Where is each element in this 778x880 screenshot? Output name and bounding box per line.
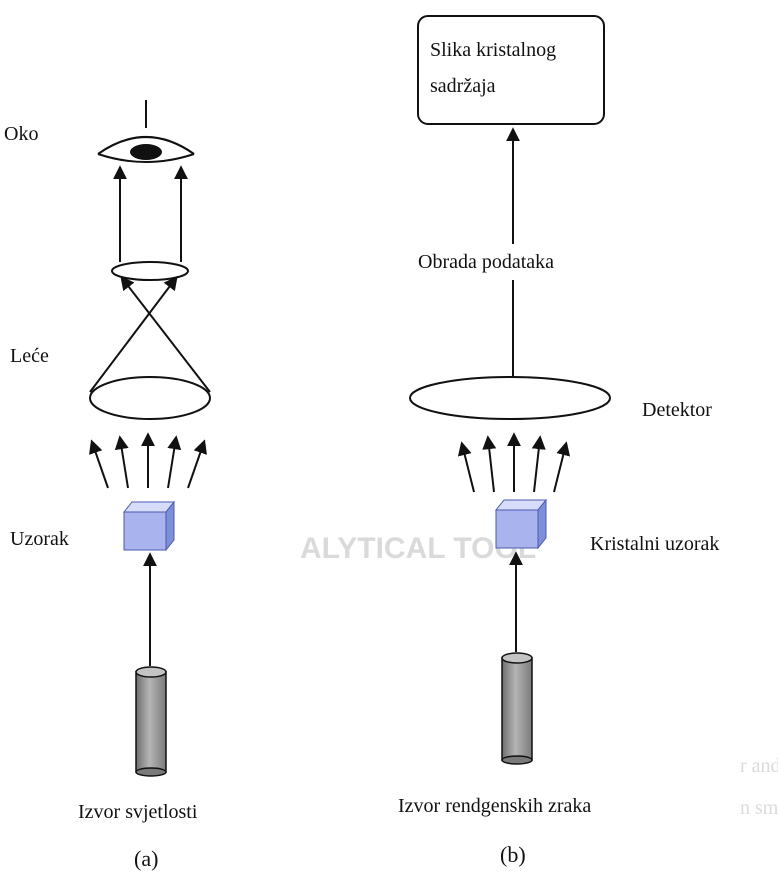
eye-label: Oko: [4, 123, 38, 145]
caption-a: (a): [134, 846, 158, 871]
sample-label: Uzorak: [10, 528, 69, 550]
xray-source-label: Izvor rendgenskih zraka: [398, 795, 591, 817]
crystal-image-box-line-1: Slika kristalnog: [430, 39, 556, 61]
crystal-sample-label: Kristalni uzorak: [590, 533, 719, 555]
scattered-rays-a: [89, 432, 207, 489]
light-source-cylinder: [135, 666, 167, 777]
crystal-image-box-line-2: sadržaja: [430, 75, 496, 97]
processing-label: Obrada podataka: [418, 251, 554, 273]
lower-lens: [89, 376, 211, 420]
bleed-line-1: r and diffraction: [740, 755, 778, 777]
caption-b: (b): [500, 842, 526, 867]
bleed-line-2: n small molecule and protein crystallogr…: [740, 797, 778, 819]
panel-a: Oko Leće Uzorak: [4, 100, 211, 871]
xray-source-cylinder: [501, 652, 533, 765]
crossing-ray-2: [120, 275, 211, 393]
sample-cube: [122, 500, 176, 552]
background-bleed: ALYTICAL TOOL r and diffraction n small …: [300, 532, 778, 819]
crossing-ray-1: [89, 275, 178, 393]
eye-icon: [97, 100, 195, 163]
panel-b: Slika kristalnog sadržaja Obrada podatak…: [398, 15, 719, 867]
detector: [409, 376, 611, 420]
light-source-label: Izvor svjetlosti: [78, 801, 198, 823]
crystal-image-box: [417, 15, 605, 125]
crystal-sample-cube: [494, 498, 548, 550]
scattered-rays-b: [457, 432, 571, 493]
upper-lens: [111, 261, 189, 281]
detector-label: Detektor: [642, 399, 712, 421]
lenses-label: Leće: [10, 345, 49, 367]
